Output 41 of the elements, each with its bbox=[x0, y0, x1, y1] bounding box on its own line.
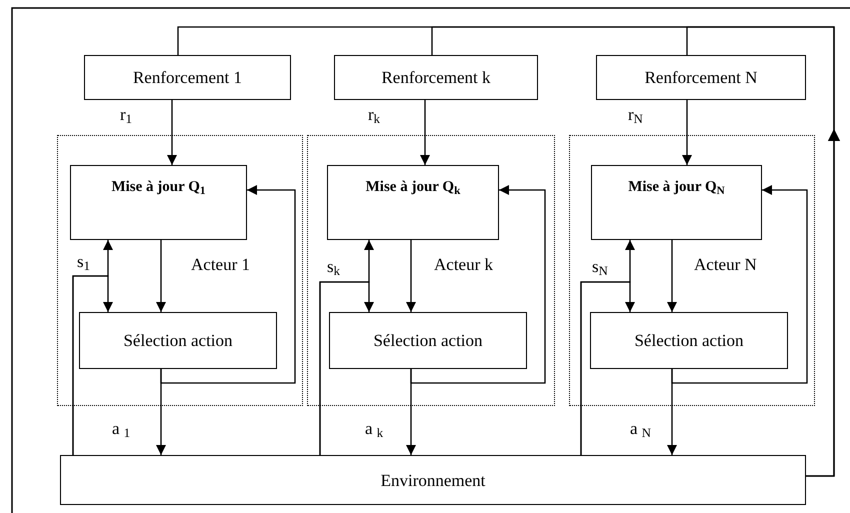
actor-group bbox=[57, 135, 303, 406]
actor-group bbox=[307, 135, 555, 406]
arrow bbox=[686, 26, 840, 477]
actor-group bbox=[569, 135, 815, 406]
selection-box: Sélection action bbox=[329, 312, 527, 369]
edge-label: a $_{k}$ bbox=[365, 420, 384, 437]
arrow bbox=[156, 369, 166, 455]
arrow bbox=[319, 281, 374, 455]
arrow bbox=[667, 369, 677, 455]
arrow bbox=[682, 100, 692, 165]
edge-label: r$_{1}$ bbox=[120, 106, 132, 123]
selection-box: Sélection action bbox=[79, 312, 277, 369]
edge-label: s$_{1}$ bbox=[77, 253, 90, 270]
reinforcement-box: Renforcement k bbox=[334, 55, 538, 100]
arrow bbox=[156, 240, 166, 312]
arrow bbox=[580, 281, 635, 455]
arrow bbox=[72, 275, 113, 455]
reinforcement-box: Renforcement 1 bbox=[84, 55, 291, 100]
edge-label: s$_{k}$ bbox=[327, 258, 340, 275]
update-box: Mise à jour Q$_{k}$ bbox=[327, 165, 499, 240]
arrow bbox=[410, 185, 546, 384]
arrow bbox=[667, 240, 677, 312]
actor-label: Acteur N bbox=[694, 256, 757, 273]
environment-box: Environnement bbox=[60, 455, 806, 505]
edge-label: r$_{N}$ bbox=[628, 106, 643, 123]
arrow bbox=[420, 100, 430, 165]
update-box: Mise à jour Q$_{1}$ bbox=[70, 165, 247, 240]
arrow bbox=[406, 240, 416, 312]
edge-label: a $_{1}$ bbox=[112, 420, 130, 437]
arrow bbox=[160, 185, 296, 384]
arrow bbox=[167, 100, 177, 165]
actor-label: Acteur 1 bbox=[191, 256, 250, 273]
arrow bbox=[671, 185, 808, 384]
arrow bbox=[406, 369, 416, 455]
reinforcement-box: Renforcement N bbox=[596, 55, 806, 100]
edge-label: r$_{k}$ bbox=[368, 106, 380, 123]
selection-box: Sélection action bbox=[590, 312, 788, 369]
edge-label: s$_{N}$ bbox=[592, 258, 608, 275]
update-box: Mise à jour Q$_{N}$ bbox=[591, 165, 762, 240]
edge-label: a $_{N}$ bbox=[630, 420, 652, 437]
actor-label: Acteur k bbox=[434, 256, 494, 273]
